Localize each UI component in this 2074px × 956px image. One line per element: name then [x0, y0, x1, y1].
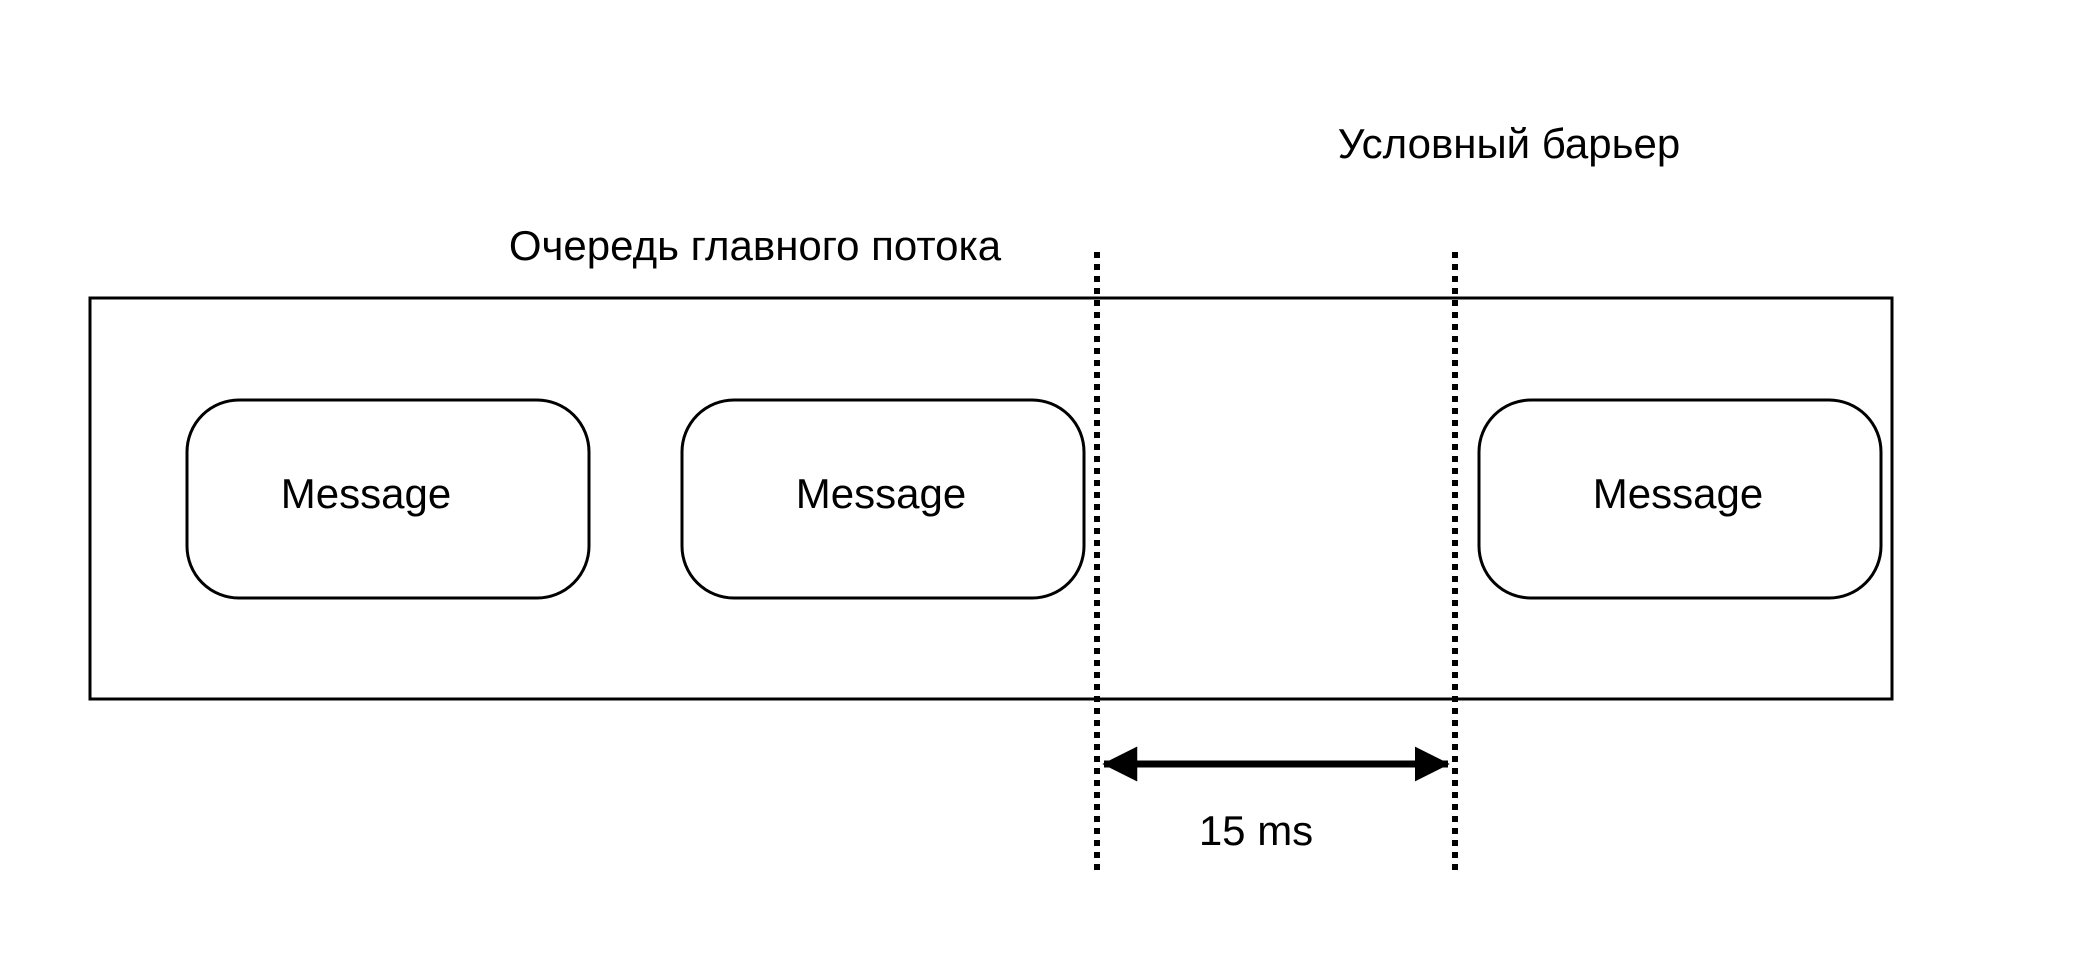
barrier-label: Условный барьер — [1338, 120, 1680, 167]
message-box-1: Message — [185, 398, 591, 600]
message-box-2: Message — [680, 398, 1086, 600]
interval-label: 15 ms — [1199, 807, 1313, 854]
queue-title: Очередь главного потока — [509, 222, 1002, 269]
message-label: Message — [796, 470, 966, 517]
main-thread-queue — [88, 296, 1894, 701]
message-label: Message — [281, 470, 451, 517]
message-label: Message — [1593, 470, 1763, 517]
message-box-3: Message — [1477, 398, 1883, 600]
